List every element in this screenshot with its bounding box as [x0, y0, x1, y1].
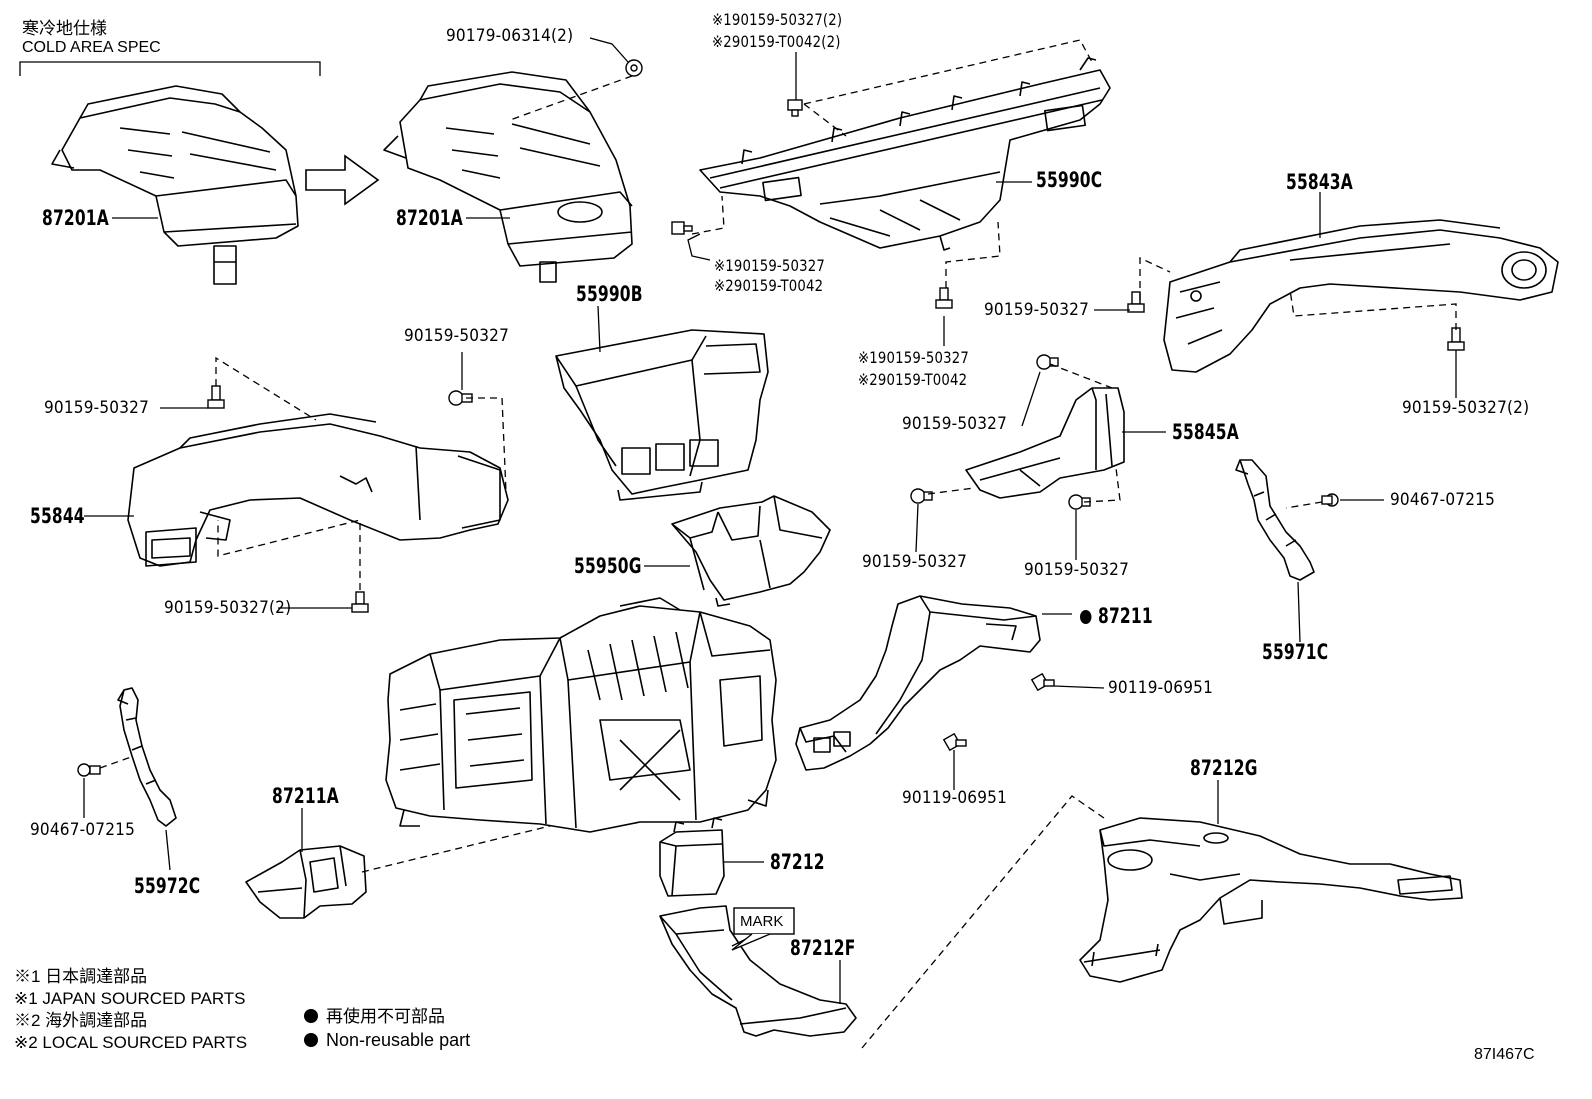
part-55845A	[965, 387, 1125, 499]
label-55972C: 55972C	[134, 874, 201, 898]
legend-nonreusable-en: Non-reusable part	[304, 1030, 470, 1051]
part-55972C	[117, 687, 177, 827]
label-left-bolt-a: 90159-50327	[44, 398, 150, 418]
non-reusable-mark	[1080, 610, 1092, 624]
label-55950G: 55950G	[574, 554, 642, 578]
label-left-clip-b: 90159-50327	[404, 326, 510, 346]
part-55990B	[555, 329, 769, 501]
label-90179-06314: 90179-06314(2)	[446, 26, 574, 46]
legend-note2-en: ※2 LOCAL SOURCED PARTS	[14, 1033, 248, 1052]
transition-arrow	[305, 154, 380, 206]
bolt-55990c-left	[671, 221, 693, 235]
part-55843A	[1163, 219, 1559, 373]
label-left-bolt-c: 90159-50327(2)	[164, 598, 292, 618]
label-right-bolt-2: 90159-50327(2)	[1402, 398, 1530, 418]
part-55844	[127, 413, 509, 567]
bolt-left-a	[207, 385, 225, 409]
screw-90119-a	[1030, 672, 1055, 692]
label-87201A-cold: 87201A	[42, 206, 109, 230]
label-55990C: 55990C	[1036, 168, 1103, 192]
legend-nonreusable-en-text: Non-reusable part	[326, 1030, 471, 1050]
label-87212G: 87212G	[1190, 756, 1258, 780]
label-right-clip-4: 90159-50327	[862, 552, 968, 572]
label-90467-right: 90467-07215	[1390, 490, 1496, 510]
part-87211A	[245, 845, 367, 919]
label-mid-local-sourced: ※290159-T0042	[714, 276, 824, 295]
screw-90119-b	[942, 732, 967, 752]
part-55990C	[699, 57, 1111, 251]
mark-label: MARK	[740, 913, 784, 930]
label-lower-jp-sourced: ※190159-50327	[858, 348, 969, 367]
label-87212: 87212	[770, 850, 825, 874]
cold-spec-bracket	[19, 61, 321, 76]
assembly-dashes	[99, 39, 1457, 1049]
label-55843A: 55843A	[1286, 170, 1353, 194]
label-90119-b: 90119-06951	[902, 788, 1008, 808]
label-87211: 87211	[1080, 604, 1153, 628]
part-87212F	[659, 905, 857, 1037]
part-87201A-cold	[51, 85, 299, 285]
mark-callout	[731, 907, 795, 951]
legend-note2-jp: ※2 海外調達部品	[14, 1011, 148, 1030]
clip-r3	[1036, 354, 1059, 370]
legend-dot-icon-2	[304, 1033, 318, 1047]
label-mid-jp-sourced: ※190159-50327	[714, 256, 825, 275]
part-55950G	[671, 495, 831, 607]
legend-dot-icon	[304, 1009, 318, 1023]
part-87212G	[1079, 817, 1463, 983]
label-55971C: 55971C	[1262, 640, 1329, 664]
label-55845A: 55845A	[1172, 420, 1239, 444]
hvac-main-unit	[385, 597, 777, 833]
legend-note1-jp: ※1 日本調達部品	[14, 967, 148, 986]
nut-90179	[625, 59, 643, 77]
label-87211-text: 87211	[1098, 604, 1153, 628]
cold-spec-label-jp: 寒冷地仕様	[22, 19, 107, 38]
label-right-bolt-1: 90159-50327	[984, 300, 1090, 320]
bolt-r2	[1447, 327, 1465, 351]
figure-code: 87I467C	[1474, 1046, 1535, 1063]
part-87201A	[383, 71, 633, 283]
legend-note1-en: ※1 JAPAN SOURCED PARTS	[14, 989, 246, 1008]
part-87211	[795, 595, 1041, 771]
clip-90467-right	[1321, 493, 1339, 507]
bolt-left-c	[351, 591, 369, 613]
clip-r4	[910, 488, 933, 504]
bolt-top-center	[787, 99, 803, 117]
label-87211A: 87211A	[272, 784, 339, 808]
leader-lines	[83, 37, 1457, 1004]
part-55971C	[1235, 459, 1315, 581]
label-top-jp-sourced: ※190159-50327(2)	[712, 10, 843, 29]
clip-90467-left	[77, 763, 101, 777]
bolt-r1	[1127, 291, 1145, 313]
label-top-local-sourced: ※290159-T0042(2)	[712, 32, 841, 51]
cold-spec-label-en: COLD AREA SPEC	[22, 39, 161, 56]
label-90119-a: 90119-06951	[1108, 678, 1214, 698]
label-87212F: 87212F	[790, 936, 856, 960]
legend-nonreusable-jp-text: 再使用不可部品	[326, 1007, 445, 1026]
bolt-55990c-below	[935, 287, 953, 309]
label-lower-local-sourced: ※290159-T0042	[858, 370, 968, 389]
label-87201A: 87201A	[396, 206, 463, 230]
label-right-clip-5: 90159-50327	[1024, 560, 1130, 580]
part-87212	[659, 817, 725, 897]
legend-nonreusable-jp: 再使用不可部品	[304, 1006, 445, 1027]
label-55990B: 55990B	[576, 282, 643, 306]
label-90467-left: 90467-07215	[30, 820, 136, 840]
label-right-clip-3: 90159-50327	[902, 414, 1008, 434]
label-55844: 55844	[30, 504, 85, 528]
